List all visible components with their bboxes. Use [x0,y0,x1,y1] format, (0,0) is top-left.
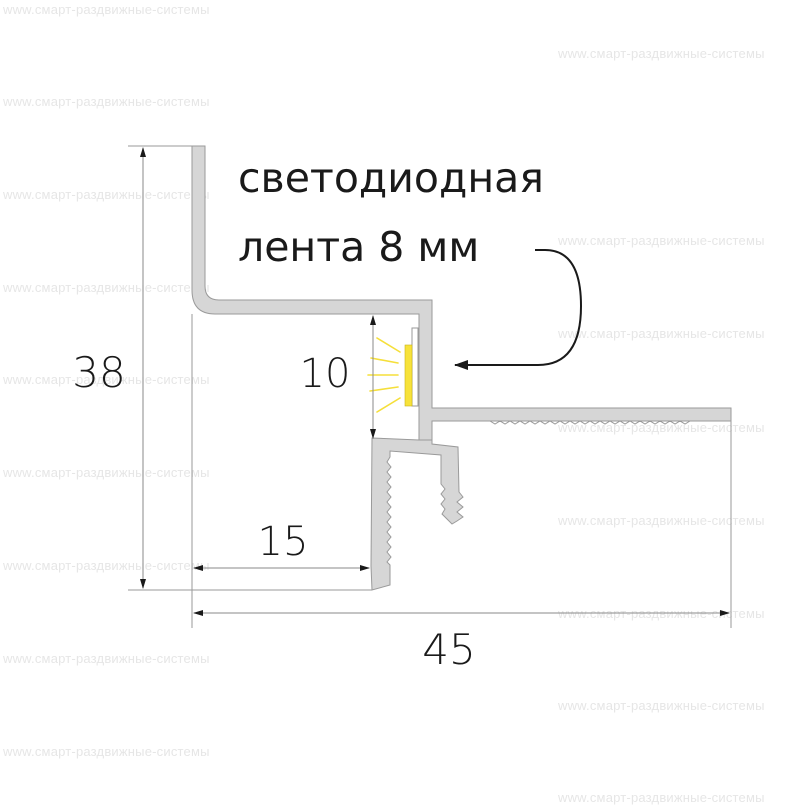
led-strip [404,344,413,407]
dimension-inner-width-label: 15 [258,519,309,565]
watermark: www.смарт-раздвижные-системы [3,744,210,759]
watermark: www.смарт-раздвижные-системы [558,233,765,248]
watermark: www.смарт-раздвижные-системы [3,651,210,666]
callout-leader-arrow [454,249,583,370]
watermark: www.смарт-раздвижные-системы [3,558,210,573]
watermark: www.смарт-раздвижные-системы [558,46,765,61]
watermark: www.смарт-раздвижные-системы [3,465,210,480]
dimension-led-gap-label: 10 [300,351,351,397]
dimension-led-gap: 10 [300,315,376,439]
dimension-total-width-label: 45 [422,625,475,674]
dimension-total-width: 45 [193,610,730,674]
watermark: www.смарт-раздвижные-системы [558,513,765,528]
dimension-height-label: 38 [72,348,125,397]
watermark: www.смарт-раздвижные-системы [558,326,765,341]
watermark: www.смарт-раздвижные-системы [3,2,210,17]
watermark: www.смарт-раздвижные-системы [3,94,210,109]
watermark: www.смарт-раздвижные-системы [558,698,765,713]
watermark: www.смарт-раздвижные-системы [3,187,210,202]
watermark: www.смарт-раздвижные-системы [3,372,210,387]
dimension-height: 38 [72,145,372,591]
callout-label-line2: лента 8 мм [238,223,479,271]
callout-label-line1: светодиодная [238,154,544,202]
aluminum-profile [191,145,732,591]
dimension-inner-width: 15 [193,519,370,571]
led-mount-plate [411,327,419,407]
watermark: www.смарт-раздвижные-системы [3,280,210,295]
watermark: www.смарт-раздвижные-системы [558,420,765,435]
